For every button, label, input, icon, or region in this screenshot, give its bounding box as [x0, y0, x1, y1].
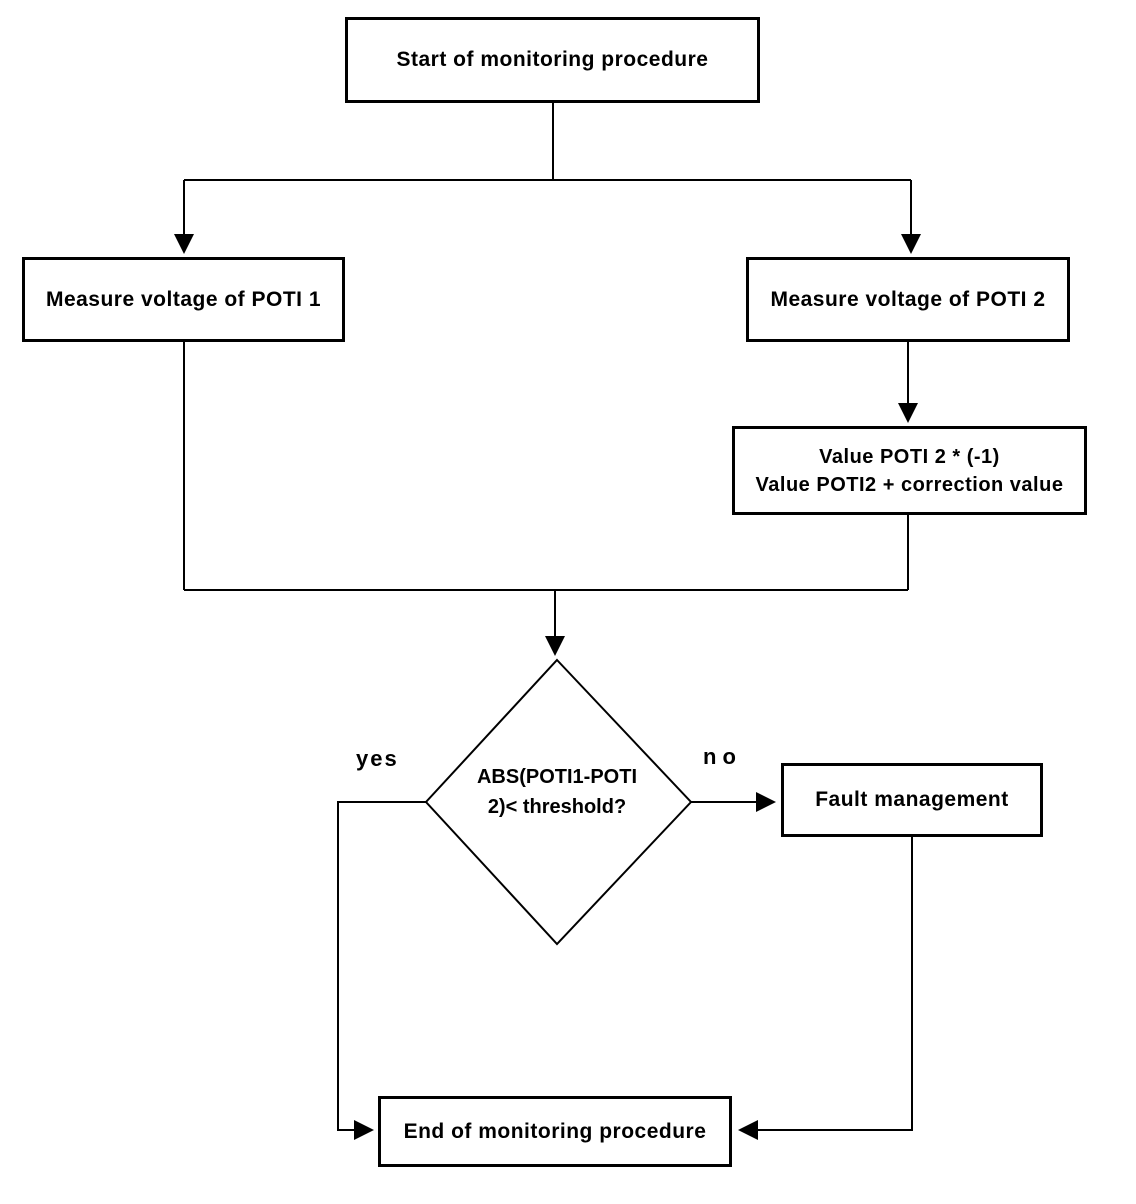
threshold-decision-node: ABS(POTI1-POTI 2)< threshold? [437, 762, 677, 822]
measure-poti1-node: Measure voltage of POTI 1 [22, 257, 345, 342]
value-correction-node: Value POTI 2 * (-1) Value POTI2 + correc… [732, 426, 1087, 515]
no-edge-label: no [703, 744, 742, 769]
decision-diamond-shape [424, 658, 693, 946]
end-node-label: End of monitoring procedure [403, 1119, 707, 1143]
fault-management-node: Fault management [781, 763, 1043, 837]
measure-poti2-label: Measure voltage of POTI 2 [770, 287, 1046, 311]
start-node-label: Start of monitoring procedure [396, 48, 709, 72]
edge-fault-to-end [738, 837, 913, 1140]
threshold-decision-line1: ABS(POTI1-POTI [476, 766, 637, 788]
start-node: Start of monitoring procedure [345, 17, 760, 103]
measure-poti1-label: Measure voltage of POTI 1 [45, 287, 322, 311]
end-node: End of monitoring procedure [378, 1096, 732, 1167]
value-correction-line2: Value POTI2 + correction value [755, 473, 1064, 496]
fault-management-label: Fault management [815, 788, 1009, 812]
edge-yes-path [337, 801, 426, 1140]
measure-poti2-node: Measure voltage of POTI 2 [746, 257, 1070, 342]
threshold-decision-line2: 2)< threshold? [487, 796, 627, 818]
yes-edge-label: yes [356, 746, 399, 771]
value-correction-line1: Value POTI 2 * (-1) [819, 445, 1000, 468]
